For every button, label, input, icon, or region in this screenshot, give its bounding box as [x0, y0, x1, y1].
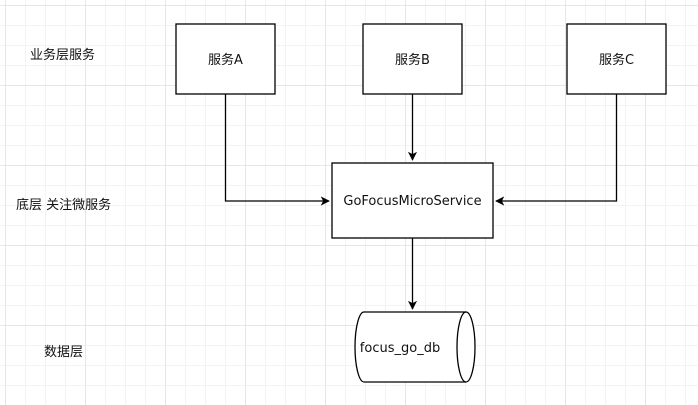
layer-label-business: 业务层服务 [30, 48, 96, 63]
edge-service-c-to-micro-service [495, 94, 618, 206]
edge-service-a-to-micro-service [224, 94, 330, 206]
layer-label-base: 底层 关注微服务 [16, 198, 112, 213]
service-b-node[interactable]: 服务B [362, 23, 463, 95]
layer-label-data: 数据层 [44, 345, 84, 360]
service-b-label: 服务B [395, 52, 430, 68]
service-c-node[interactable]: 服务C [566, 23, 667, 95]
service-a-node[interactable]: 服务A [175, 23, 276, 95]
service-c-label: 服务C [599, 52, 634, 68]
database-node[interactable]: focus_go_db [354, 311, 476, 383]
database-label: focus_go_db [360, 341, 440, 356]
service-a-label: 服务A [208, 52, 243, 68]
micro-service-label: GoFocusMicroService [343, 194, 481, 209]
micro-service-node[interactable]: GoFocusMicroService [331, 162, 494, 239]
